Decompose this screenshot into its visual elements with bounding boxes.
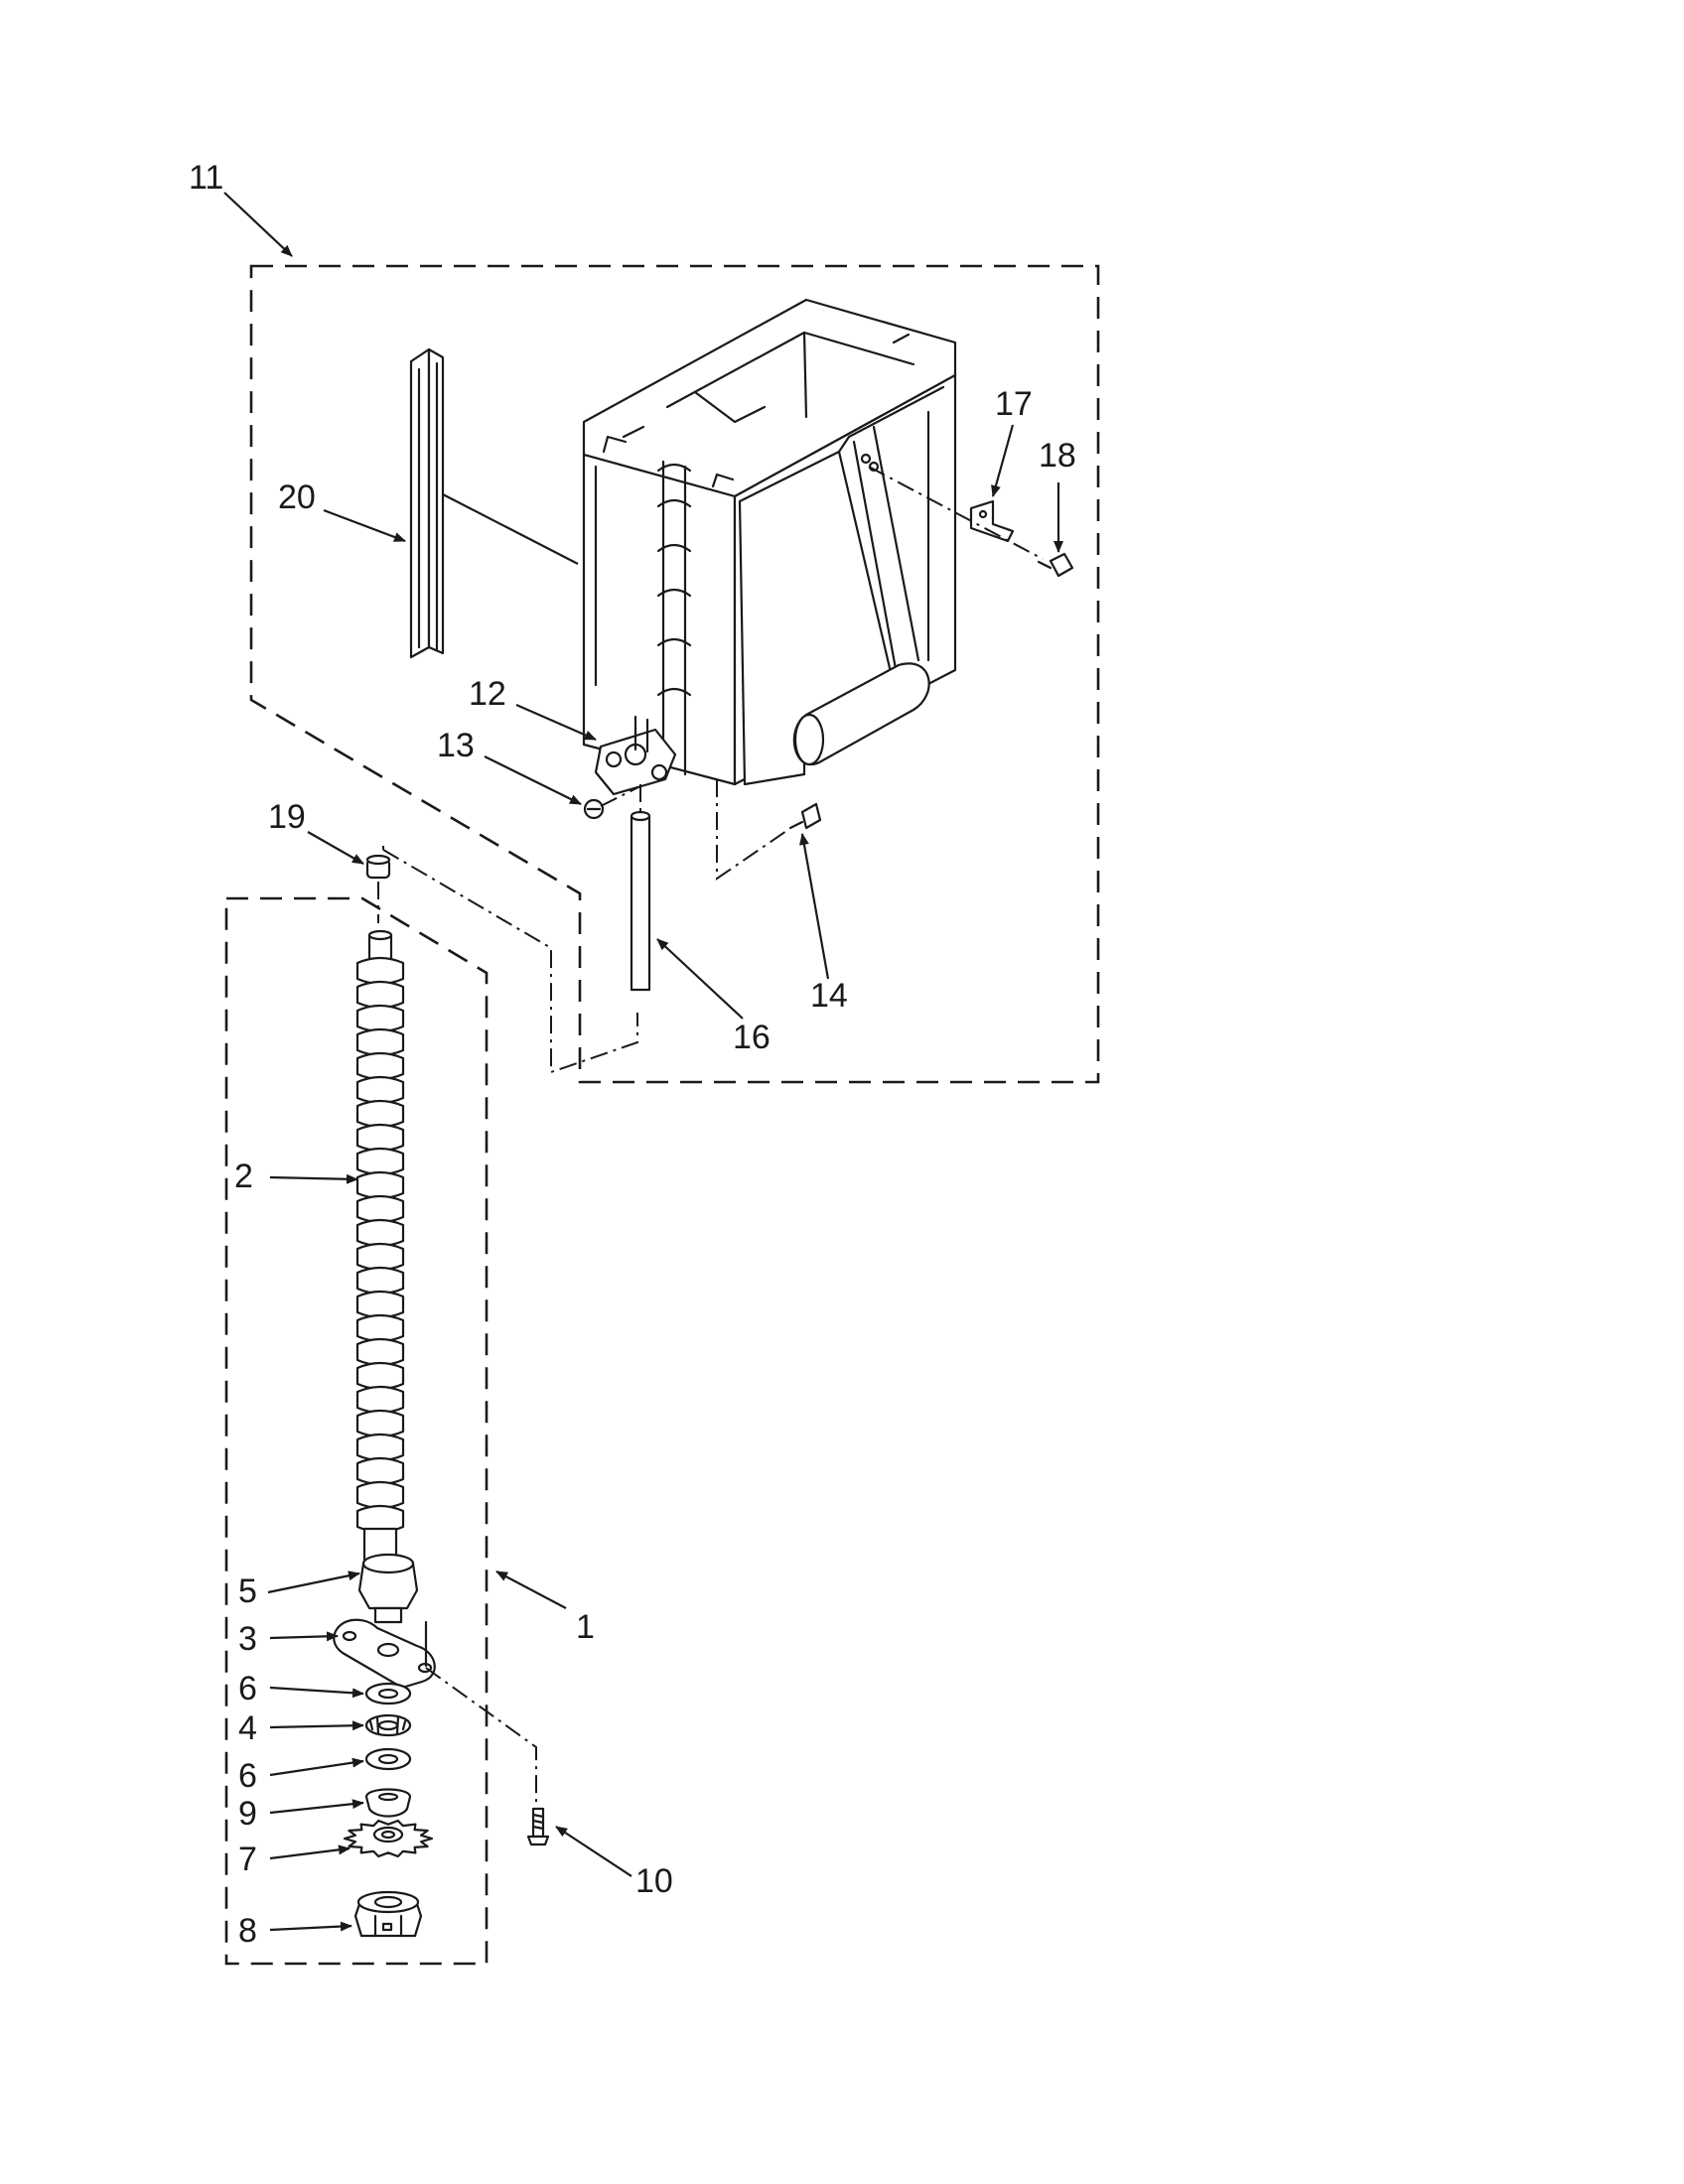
cap-centerline <box>377 846 638 1074</box>
callout-20: 20 <box>278 478 316 516</box>
auger-coil <box>355 1385 405 1415</box>
callout-9: 9 <box>238 1795 257 1833</box>
callout-18: 18 <box>1039 437 1076 475</box>
flange-plate <box>333 1618 436 1690</box>
callout-labels: 11 20 17 18 12 13 19 14 16 2 5 1 3 6 4 6… <box>189 159 1076 1950</box>
callout-8: 8 <box>238 1912 257 1950</box>
auger-coil <box>355 1075 405 1105</box>
auger-coil <box>355 1242 405 1272</box>
callout-12: 12 <box>469 675 506 713</box>
auger-coil <box>355 1027 405 1057</box>
auger-coil <box>355 1099 405 1129</box>
auger-coil <box>355 1433 405 1462</box>
auger-coil <box>355 1361 405 1391</box>
clip-washer <box>583 798 605 820</box>
bushing <box>357 1553 419 1624</box>
callout-16: 16 <box>733 1019 771 1056</box>
callout-19: 19 <box>268 798 306 836</box>
auger-coil <box>355 1266 405 1296</box>
callout-3: 3 <box>238 1620 257 1658</box>
ice-bucket-housing <box>582 298 957 786</box>
leader-lines <box>223 192 1063 1932</box>
assembly-11-boundary <box>249 264 1100 1084</box>
callout-11: 11 <box>189 159 223 197</box>
screw-centerline <box>716 779 790 881</box>
bracket-centerline <box>868 466 1044 560</box>
auger-coil <box>355 1456 405 1486</box>
auger-coil <box>355 980 405 1010</box>
auger-coil <box>355 1337 405 1367</box>
auger-coil <box>355 1313 405 1343</box>
auger-coil <box>355 1480 405 1510</box>
washer-lower <box>364 1747 412 1771</box>
shoulder-screw <box>788 802 822 830</box>
callout-5: 5 <box>238 1572 257 1610</box>
auger-coil <box>355 1218 405 1248</box>
thrust-bearing <box>364 1713 412 1737</box>
auger <box>355 929 405 1565</box>
callout-10: 10 <box>635 1862 673 1900</box>
auger-coil <box>355 956 405 986</box>
assembly-1-boundary <box>224 896 489 1966</box>
auger-cap <box>365 854 391 880</box>
mount-bracket <box>969 499 1015 543</box>
callout-14: 14 <box>810 977 848 1015</box>
auger-coil <box>355 1290 405 1319</box>
washer-upper <box>364 1682 412 1706</box>
bracket-screw <box>1037 552 1074 578</box>
callout-1: 1 <box>576 1608 595 1646</box>
gasket-strip <box>409 347 445 659</box>
auger-coil <box>355 1409 405 1438</box>
auger-coil <box>355 1194 405 1224</box>
auger-coil <box>355 1051 405 1081</box>
callout-13: 13 <box>437 727 475 764</box>
gasket-mount-line <box>442 493 579 565</box>
callout-4: 4 <box>238 1709 257 1747</box>
auger-coil <box>355 1004 405 1033</box>
callout-7: 7 <box>238 1841 257 1878</box>
flange-centerline <box>425 1667 537 1807</box>
shaft <box>630 810 651 992</box>
callout-6-upper: 6 <box>238 1670 257 1707</box>
callout-17: 17 <box>995 385 1033 423</box>
auger-coil <box>355 1170 405 1200</box>
callout-2: 2 <box>234 1158 253 1195</box>
hex-nut <box>353 1890 423 1938</box>
bearing-bracket <box>594 715 677 796</box>
auger-coil <box>355 1147 405 1176</box>
sprocket <box>343 1819 434 1858</box>
washer-centerline <box>600 785 641 807</box>
callout-6-lower: 6 <box>238 1757 257 1795</box>
auger-coil <box>355 1123 405 1153</box>
mounting-screw <box>526 1807 550 1846</box>
cup-washer <box>364 1788 412 1818</box>
